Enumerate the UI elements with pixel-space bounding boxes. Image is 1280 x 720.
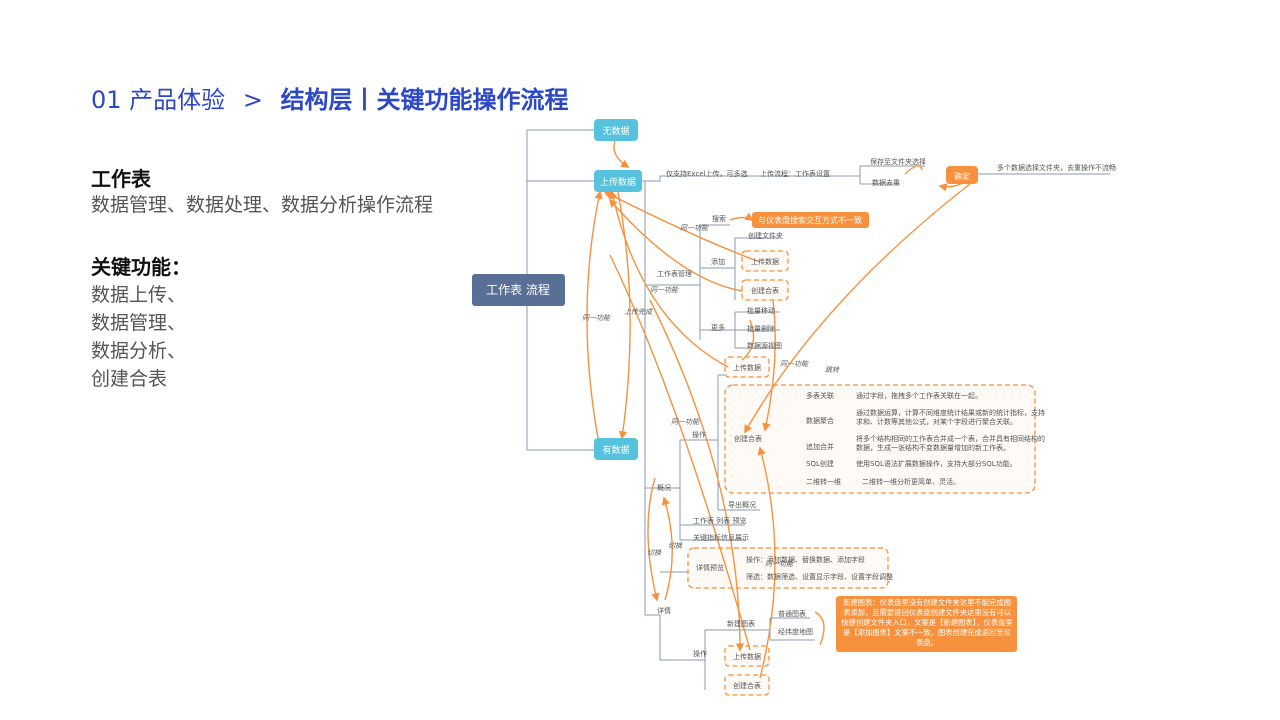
svg-text:上传流程：工作表设置: 上传流程：工作表设置 bbox=[760, 169, 830, 178]
svg-text:操作: 操作 bbox=[692, 430, 706, 439]
heading-separator: > bbox=[242, 86, 263, 114]
key-features-title: 关键功能： bbox=[91, 255, 191, 279]
feature-manage: 数据管理、 bbox=[91, 312, 187, 334]
svg-text:详情预览: 详情预览 bbox=[696, 563, 724, 572]
svg-text:概况: 概况 bbox=[657, 483, 671, 492]
dashed-groups bbox=[687, 250, 1036, 696]
svg-text:多表关联: 多表关联 bbox=[806, 391, 834, 400]
svg-text:创建合表: 创建合表 bbox=[733, 681, 761, 690]
svg-text:关键指标信息展示: 关键指标信息展示 bbox=[693, 533, 749, 542]
svg-text:仅支持Excel上传，可多选: 仅支持Excel上传，可多选 bbox=[666, 169, 748, 178]
new-chart-note: 新建图表：仪表盘里没有创建文件夹这里不能完成图表添加，且需要返回仪表盘创建文件夹… bbox=[836, 596, 1017, 652]
section-label: 01 产品体验 bbox=[91, 86, 226, 114]
svg-text:上传完成: 上传完成 bbox=[624, 308, 653, 316]
svg-text:筛选：数据筛选、设置显示字段、设置字段调整: 筛选：数据筛选、设置显示字段、设置字段调整 bbox=[746, 572, 893, 581]
feature-join: 创建合表 bbox=[91, 368, 168, 390]
svg-text:数据去重: 数据去重 bbox=[872, 178, 900, 187]
svg-text:与仪表盘搜索交互方式不一致: 与仪表盘搜索交互方式不一致 bbox=[758, 215, 862, 225]
svg-text:搜索: 搜索 bbox=[712, 214, 726, 223]
svg-text:同一功能: 同一功能 bbox=[650, 286, 679, 294]
svg-text:操作: 操作 bbox=[693, 649, 707, 658]
feature-upload: 数据上传、 bbox=[91, 284, 187, 306]
svg-text:将多个结构相同的工作表合并成一个表，合并具有相同结构的: 将多个结构相同的工作表合并成一个表，合并具有相同结构的 bbox=[856, 434, 1045, 443]
svg-text:跳转: 跳转 bbox=[825, 366, 840, 374]
search-note: 与仪表盘搜索交互方式不一致 bbox=[752, 212, 869, 228]
svg-text:新建图表: 新建图表 bbox=[727, 619, 755, 628]
svg-text:导出概况: 导出概况 bbox=[728, 500, 756, 509]
svg-text:同一功能: 同一功能 bbox=[780, 360, 809, 368]
svg-text:同一功能: 同一功能 bbox=[582, 314, 611, 322]
svg-text:SQL创建: SQL创建 bbox=[806, 459, 834, 468]
svg-text:使用SQL语法扩展数据操作，支持大部分SQL功能。: 使用SQL语法扩展数据操作，支持大部分SQL功能。 bbox=[856, 459, 1017, 468]
svg-text:操作：添加数据、替换数据、添加字段: 操作：添加数据、替换数据、添加字段 bbox=[746, 555, 865, 564]
feature-analysis: 数据分析、 bbox=[91, 340, 187, 362]
svg-text:通过字段，拖拽多个工作表关联在一起。: 通过字段，拖拽多个工作表关联在一起。 bbox=[856, 391, 982, 400]
svg-text:经纬度地图: 经纬度地图 bbox=[778, 627, 813, 636]
svg-text:切换: 切换 bbox=[647, 549, 662, 557]
svg-text:同一功能: 同一功能 bbox=[680, 224, 709, 232]
svg-text:求和、计数等其他公式，对某个字段进行聚合关联。: 求和、计数等其他公式，对某个字段进行聚合关联。 bbox=[856, 417, 1017, 426]
svg-text:批量删除: 批量删除 bbox=[747, 324, 775, 333]
svg-text:有数据: 有数据 bbox=[602, 444, 629, 456]
svg-text:更多: 更多 bbox=[711, 323, 725, 332]
svg-text:数据源视图: 数据源视图 bbox=[747, 341, 782, 350]
relation-labels: 同一功能 同一功能 同一功能 上传完成 同一功能 跳转 同一功能 同一功能 切换… bbox=[582, 224, 840, 568]
svg-text:上传数据: 上传数据 bbox=[751, 257, 779, 266]
svg-text:创建合表: 创建合表 bbox=[751, 286, 779, 295]
svg-text:二维转一维: 二维转一维 bbox=[806, 477, 841, 486]
svg-text:二维转一维分析更简单、灵活。: 二维转一维分析更简单、灵活。 bbox=[862, 477, 960, 486]
flow-arrows bbox=[586, 140, 979, 679]
svg-text:详情: 详情 bbox=[657, 606, 671, 615]
svg-text:同一功能: 同一功能 bbox=[671, 418, 700, 426]
svg-text:上传数据: 上传数据 bbox=[600, 176, 636, 188]
svg-text:上传数据: 上传数据 bbox=[733, 363, 761, 372]
svg-text:数据，生成一张结构不变数据量增加的新工作表。: 数据，生成一张结构不变数据量增加的新工作表。 bbox=[856, 443, 1010, 452]
svg-text:无数据: 无数据 bbox=[602, 125, 629, 137]
diagram-labels: 仅支持Excel上传，可多选 上传流程：工作表设置 保存至文件夹选择 数据去重 … bbox=[657, 157, 1116, 690]
svg-text:追加合并: 追加合并 bbox=[806, 442, 834, 451]
svg-text:添加: 添加 bbox=[711, 257, 725, 266]
svg-text:批量移动: 批量移动 bbox=[747, 306, 775, 315]
node-upload-data: 上传数据 bbox=[594, 170, 642, 192]
worksheet-desc: 数据管理、数据处理、数据分析操作流程 bbox=[91, 194, 434, 216]
svg-text:保存至文件夹选择: 保存至文件夹选择 bbox=[870, 157, 926, 166]
svg-text:多个数据选择文件夹，去重操作不流畅: 多个数据选择文件夹，去重操作不流畅 bbox=[997, 163, 1116, 172]
node-no-data: 无数据 bbox=[594, 119, 638, 141]
svg-text:创建文件夹: 创建文件夹 bbox=[748, 231, 783, 240]
svg-text:普通图表: 普通图表 bbox=[778, 609, 806, 618]
svg-text:数据聚合: 数据聚合 bbox=[806, 416, 834, 425]
svg-text:创建合表: 创建合表 bbox=[734, 434, 762, 443]
svg-text:通过数据运算，计算不同维度统计结果或新的统计指标，支持: 通过数据运算，计算不同维度统计结果或新的统计指标，支持 bbox=[856, 408, 1045, 417]
svg-text:工作表 流程: 工作表 流程 bbox=[486, 282, 550, 297]
page-title: 结构层丨关键功能操作流程 bbox=[280, 86, 569, 114]
svg-text:确定: 确定 bbox=[954, 171, 970, 181]
svg-text:切换: 切换 bbox=[668, 542, 683, 550]
root-node: 工作表 流程 bbox=[472, 274, 565, 306]
svg-text:工作表 列表 预览: 工作表 列表 预览 bbox=[693, 516, 746, 525]
node-has-data: 有数据 bbox=[594, 438, 638, 460]
node-confirm: 确定 bbox=[946, 166, 978, 184]
svg-text:工作表管理: 工作表管理 bbox=[657, 269, 692, 278]
svg-text:同一功能: 同一功能 bbox=[765, 560, 794, 568]
worksheet-title: 工作表 bbox=[91, 167, 151, 191]
page-heading: 01 产品体验 > 结构层丨关键功能操作流程 bbox=[91, 80, 569, 115]
svg-text:上传数据: 上传数据 bbox=[733, 652, 761, 661]
